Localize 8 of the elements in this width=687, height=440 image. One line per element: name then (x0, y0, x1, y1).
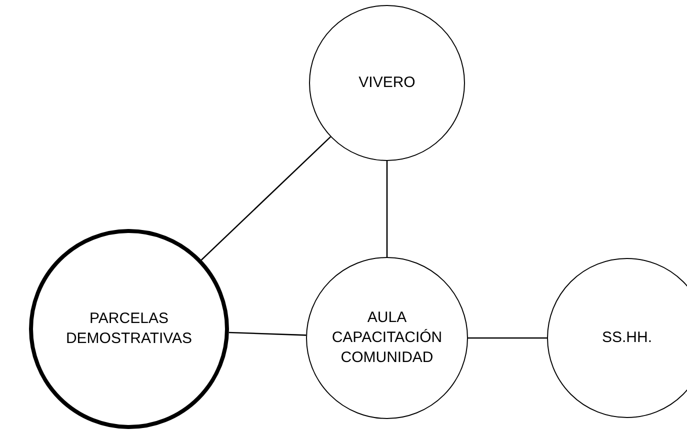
connector-line (386, 161, 388, 257)
node-label: SS.HH. (602, 328, 652, 348)
connector-line (228, 332, 306, 336)
node-label: VIVERO (358, 73, 416, 93)
node-label: PARCELAS DEMOSTRATIVAS (64, 309, 194, 349)
node-label: AULA CAPACITACIÓN COMUNIDAD (330, 308, 444, 368)
connector-line (468, 337, 547, 339)
connector-line (200, 136, 331, 260)
